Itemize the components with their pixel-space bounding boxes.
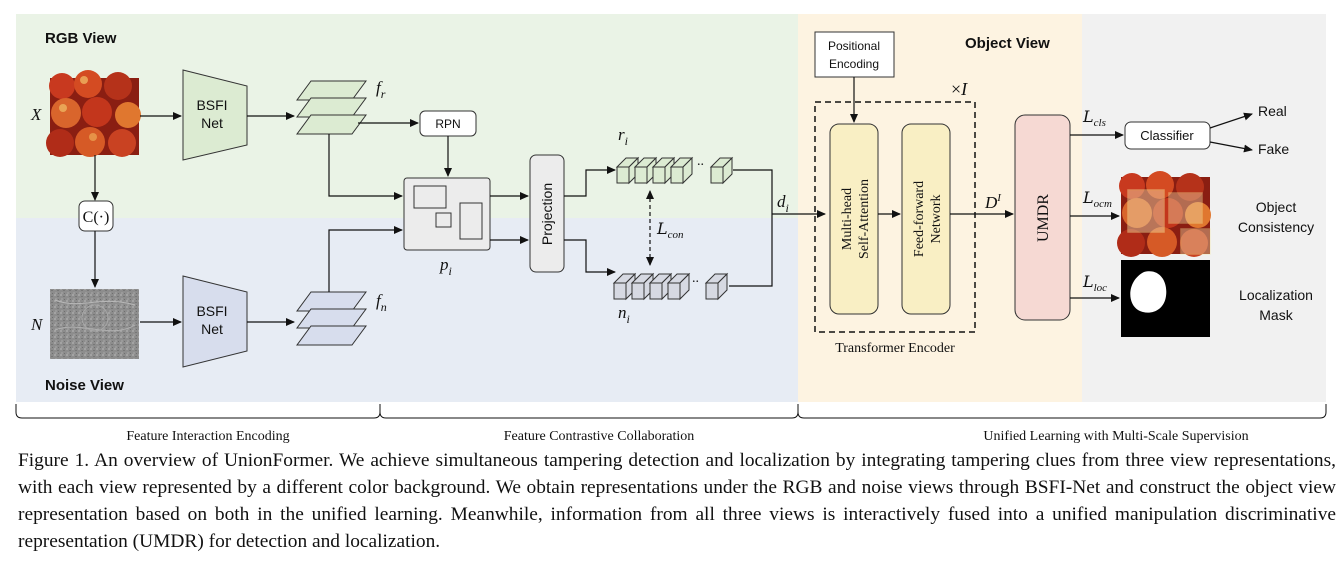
rgb-view-label: RGB View <box>45 30 117 47</box>
object-view-label: Object View <box>965 35 1050 52</box>
bsfi-rgb-line1: BSFI <box>196 97 227 113</box>
ffn-line1: Feed-forward <box>912 181 927 257</box>
transformer-encoder-label: Transformer Encoder <box>835 341 955 356</box>
section-braces <box>15 404 1327 419</box>
D-I-label: DI <box>984 192 1002 212</box>
bsfi-noise-line2: Net <box>201 321 223 337</box>
noise-view-label: Noise View <box>45 377 124 394</box>
figure-caption: Figure 1. An overview of UnionFormer. We… <box>18 450 1336 552</box>
output-real: Real <box>1258 103 1287 119</box>
localization-mask-region <box>1130 271 1167 313</box>
positional-encoding-line2: Encoding <box>829 57 879 71</box>
mhsa-line2: Self-Attention <box>857 179 872 259</box>
di-label: di <box>777 192 789 215</box>
noise-input-image <box>50 289 139 359</box>
token-ri-label: ri <box>618 125 628 148</box>
token-row-ri <box>615 156 734 185</box>
section-feature-interaction: Feature Interaction Encoding <box>126 429 289 444</box>
token-row-ni <box>612 272 729 301</box>
contrastive-loss-label: Lcon <box>656 219 684 241</box>
feature-stack-noise <box>296 291 367 346</box>
proposal-feature-box <box>403 177 491 251</box>
feature-stack-rgb <box>296 80 367 135</box>
bsfi-net-noise <box>182 275 248 368</box>
section-feature-contrastive: Feature Contrastive Collaboration <box>504 429 695 444</box>
transformer-encoder-frame <box>814 101 976 333</box>
token-row-ni-ellipsis: .. <box>692 271 699 286</box>
classifier-label: Classifier <box>1140 128 1194 143</box>
loss-ocm-label: Locm <box>1082 188 1112 210</box>
rpn-label: RPN <box>435 117 460 131</box>
proposal-pi-label: pi <box>439 255 452 278</box>
bsfi-noise-line1: BSFI <box>196 303 227 319</box>
projection-label: Projection <box>539 183 555 245</box>
input-x-symbol: X <box>30 105 42 124</box>
token-ni-label: ni <box>618 303 630 326</box>
bsfi-rgb-line2: Net <box>201 115 223 131</box>
localization-mask-line1: Localization <box>1239 287 1313 303</box>
operator-label: C(·) <box>83 209 110 226</box>
feed-forward-network-box <box>901 123 951 315</box>
union-former-diagram: RGB View Noise View Object View X N C(·)… <box>15 14 1327 444</box>
projection-box <box>529 154 565 273</box>
classifier-box <box>1124 121 1211 150</box>
multi-head-self-attention-box <box>829 123 879 315</box>
object-consistency-line2: Consistency <box>1238 219 1314 235</box>
proposal-region-1 <box>413 185 447 209</box>
bsfi-net-rgb <box>182 69 248 161</box>
umdr-label: UMDR <box>1035 194 1052 242</box>
ffn-line2: Network <box>929 195 944 244</box>
section-unified-learning: Unified Learning with Multi-Scale Superv… <box>983 429 1248 444</box>
umdr-box <box>1014 114 1071 321</box>
localization-mask-line2: Mask <box>1259 307 1293 323</box>
positional-encoding-line1: Positional <box>828 39 880 53</box>
proposal-region-3 <box>459 202 483 240</box>
loss-loc-label: Lloc <box>1082 272 1107 294</box>
rgb-input-image <box>46 70 141 157</box>
constrained-conv-operator <box>78 200 114 232</box>
proposal-region-2 <box>435 212 452 228</box>
loss-cls-label: Lcls <box>1082 107 1106 129</box>
feature-fr-label: fr <box>376 78 386 101</box>
object-consistency-line1: Object <box>1256 199 1297 215</box>
output-fake: Fake <box>1258 141 1289 157</box>
mhsa-line1: Multi-head <box>840 188 855 250</box>
input-n-symbol: N <box>30 315 44 334</box>
token-row-ri-ellipsis: .. <box>697 154 704 169</box>
feature-fn-label: fn <box>376 291 387 314</box>
object-consistency-image <box>1117 171 1211 257</box>
repeat-label: ×I <box>951 79 968 99</box>
